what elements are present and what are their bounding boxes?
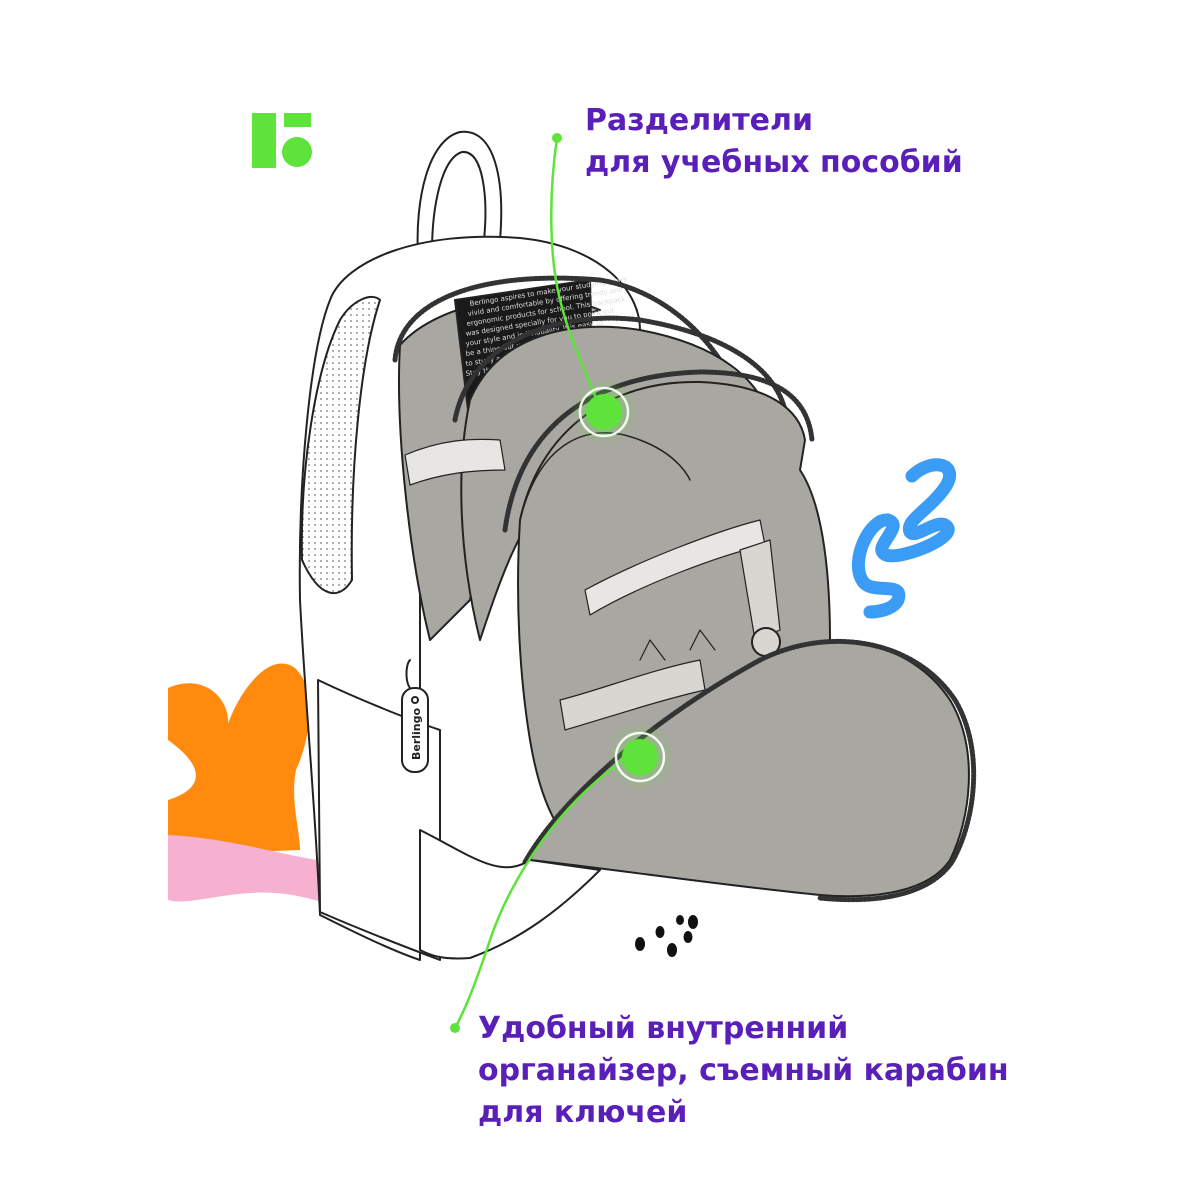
callout-dividers: Разделители для учебных пособий	[585, 100, 963, 184]
marker-dividers	[570, 378, 638, 446]
callout-top-anchor-dot	[552, 133, 562, 143]
callout-organizer: Удобный внутренний органайзер, съемный к…	[478, 1008, 1009, 1134]
dots-decoration	[635, 915, 698, 957]
zipper-puller	[401, 659, 429, 773]
callout-organizer-line-2: органайзер, съемный карабин	[478, 1053, 1009, 1088]
orange-blob	[168, 663, 310, 855]
marker-organizer	[606, 723, 674, 791]
callout-bottom-anchor-dot	[450, 1023, 460, 1033]
callout-organizer-line-3: для ключей	[478, 1095, 688, 1130]
callout-top-leader	[550, 137, 602, 409]
callout-organizer-line-1: Удобный внутренний	[478, 1011, 849, 1046]
callout-bottom-leader	[453, 753, 633, 1029]
blue-squiggle	[851, 458, 957, 619]
callout-dividers-line-2: для учебных пособий	[585, 145, 963, 180]
backpack: Berlingo aspires to make your studying y…	[298, 130, 977, 961]
berlingo-logo	[252, 113, 312, 168]
zipper-puller-brand-text: Berlingo	[410, 707, 423, 760]
callout-dividers-line-1: Разделители	[585, 103, 813, 138]
